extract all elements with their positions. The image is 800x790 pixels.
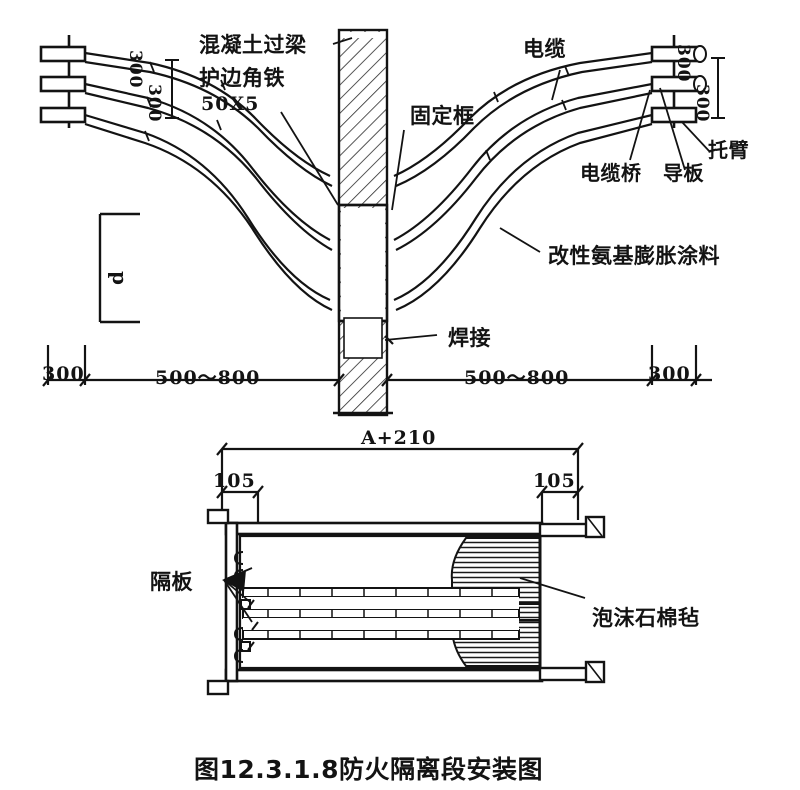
left-vertical-dimension [165, 59, 179, 119]
dimension-right-span: 500～800 [464, 367, 570, 389]
plan-side-stubs [206, 508, 606, 696]
label-cable: 电缆 [523, 37, 566, 61]
label-cable-bridge: 电缆桥 [580, 161, 642, 185]
label-partition-plate: 隔板 [150, 570, 193, 594]
cable-tick-marks [144, 61, 570, 161]
plan-view-group [206, 442, 606, 696]
label-guide-plate: 导板 [663, 161, 704, 185]
dimension-left-vert-upper-300: 300 [125, 50, 145, 89]
partition-leader-arrowhead [222, 570, 246, 592]
label-intumescent-coating: 改性氨基膨胀涂料 [548, 244, 720, 268]
label-foam-asbestos-felt: 泡沫石棉毡 [592, 606, 700, 630]
right-offset-dimension [536, 485, 584, 525]
welding-leader-tick [384, 335, 394, 345]
dimension-right-edge-300: 300 [648, 363, 691, 385]
label-fixed-frame: 固定框 [410, 104, 475, 128]
partition-plate-layers [242, 587, 520, 640]
left-offset-dimension [216, 485, 264, 525]
label-bracket-arm: 托臂 [708, 138, 749, 162]
right-bracket-assembly [650, 35, 707, 128]
dimension-right-vert-lower-300: 300 [692, 84, 712, 123]
elevation-view-group [39, 28, 725, 417]
figure-caption: 图12.3.1.8防火隔离段安装图 [194, 755, 543, 784]
dimension-sag-depth-d: d [104, 271, 128, 285]
fixed-frame [337, 203, 389, 359]
label-edge-angle-iron: 护边角铁 [199, 66, 285, 90]
dimension-left-vert-lower-300: 300 [144, 84, 164, 123]
dimension-overall-width: A+210 [361, 427, 437, 449]
leader-lines [280, 37, 711, 341]
dimension-left-offset-105: 105 [213, 470, 256, 492]
right-vertical-dimension [711, 57, 725, 119]
dimension-right-vert-upper-300: 300 [673, 44, 693, 83]
dimension-left-edge-300: 300 [42, 363, 85, 385]
sag-dimension-d [98, 212, 140, 324]
plan-bolt-marks [233, 551, 259, 663]
baseline-dimension-row [42, 345, 712, 387]
label-angle-spec: 50X5 [201, 93, 260, 115]
dimension-left-span: 500～800 [155, 367, 261, 389]
label-concrete-lintel: 混凝土过梁 [199, 33, 307, 57]
dimension-right-offset-105: 105 [533, 470, 576, 492]
label-welding: 焊接 [448, 326, 491, 350]
left-bracket-assembly [39, 35, 87, 128]
overall-width-dimension [216, 442, 584, 520]
